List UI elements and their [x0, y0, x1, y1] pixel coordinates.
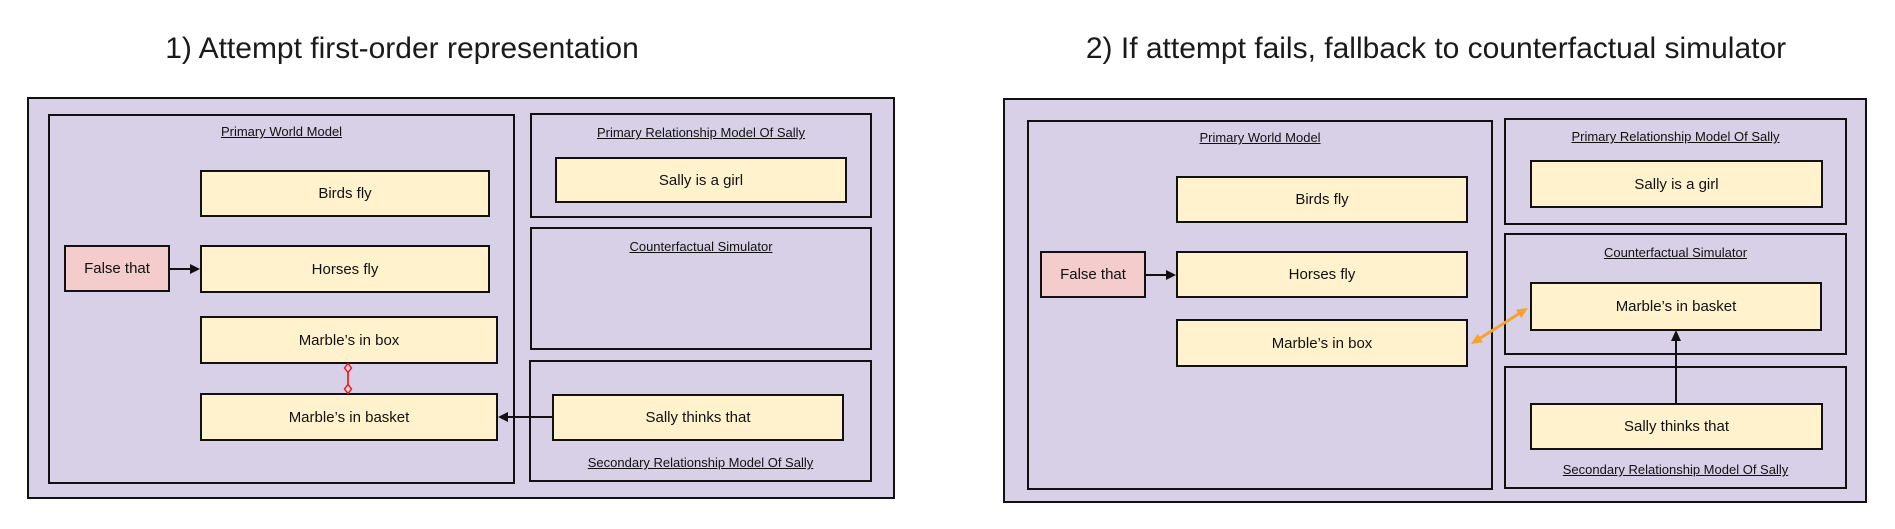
panel-2-statement-horses-fly: Horses fly	[1176, 251, 1468, 298]
panel-1-counterfactual-simulator-box: Counterfactual Simulator	[530, 227, 872, 350]
panel-1-statement-birds-fly: Birds fly	[200, 170, 490, 217]
panel-2-primary-relationship-box: Primary Relationship Model Of Sally	[1504, 118, 1847, 225]
panel-2-primary-world-model-box: Primary World Model	[1027, 120, 1493, 490]
panel-1-secondary-relationship-box: Secondary Relationship Model Of Sally	[529, 360, 872, 482]
panel-1-primary-world-model-title: Primary World Model	[220, 124, 343, 139]
panel-1-statement-sally-thinks-that: Sally thinks that	[552, 394, 844, 441]
panel-2-counterfactual-simulator-title: Counterfactual Simulator	[1603, 245, 1748, 260]
panel-2-primary-world-model-title: Primary World Model	[1199, 130, 1321, 145]
panel-2-statement-sally-is-a-girl: Sally is a girl	[1530, 160, 1823, 208]
conflict-connector-marble-box-basket	[343, 362, 353, 395]
arrow-sally-thinks-to-counterfactual-basket	[1671, 330, 1681, 403]
arrow-sally-thinks-to-marble-basket	[498, 412, 554, 422]
panel-2-primary-relationship-title: Primary Relationship Model Of Sally	[1571, 129, 1780, 144]
panel-2-statement-birds-fly: Birds fly	[1176, 176, 1468, 223]
arrow-false-that-to-horses-fly	[170, 264, 200, 274]
panel-1-statement-sally-is-a-girl: Sally is a girl	[555, 157, 847, 203]
panel-1-primary-world-model-box: Primary World Model	[48, 114, 515, 484]
panel-1-statement-horses-fly: Horses fly	[200, 245, 490, 293]
panel-2-title: 2) If attempt fails, fallback to counter…	[1085, 32, 1787, 65]
panel-2-statement-marble-in-basket: Marble’s in basket	[1530, 282, 1822, 331]
panel-1-title: 1) Attempt first-order representation	[165, 32, 639, 65]
panel-1-false-that-tag: False that	[64, 245, 170, 292]
panel-2-secondary-relationship-title: Secondary Relationship Model Of Sally	[1562, 462, 1789, 477]
panel-2-statement-marble-in-box: Marble’s in box	[1176, 319, 1468, 367]
panel-1-counterfactual-simulator-title: Counterfactual Simulator	[629, 239, 773, 254]
panel-2-statement-sally-thinks-that: Sally thinks that	[1530, 403, 1823, 450]
panel-2-false-that-tag: False that	[1040, 251, 1146, 298]
panel-1-secondary-relationship-title: Secondary Relationship Model Of Sally	[587, 455, 814, 470]
panel-1-primary-relationship-box: Primary Relationship Model Of Sally	[530, 113, 872, 218]
arrow-false-that-to-horses-fly-2	[1146, 270, 1176, 280]
panel-1-statement-marble-in-box: Marble’s in box	[200, 316, 498, 364]
panel-1-primary-relationship-title: Primary Relationship Model Of Sally	[596, 125, 806, 140]
fallback-double-arrow-marble-box-to-basket	[1471, 308, 1528, 344]
panel-1-statement-marble-in-basket: Marble’s in basket	[200, 393, 498, 441]
